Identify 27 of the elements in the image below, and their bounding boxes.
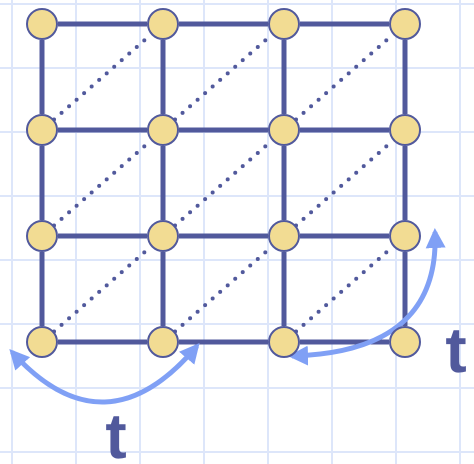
- grid-line: [402, 40, 408, 114]
- grid-line: [179, 22, 268, 26]
- grid-line: [58, 128, 147, 132]
- edge-label: t: [105, 404, 127, 464]
- grid-line: [402, 146, 408, 220]
- grid-line: [40, 40, 44, 114]
- grid-line: [300, 234, 389, 238]
- grid-line: [300, 22, 389, 26]
- grid-line: [160, 146, 166, 220]
- grid-line: [179, 340, 268, 344]
- edge-label: t: [445, 318, 467, 382]
- grid-line: [282, 146, 286, 220]
- grid-line: [40, 252, 44, 326]
- grid-line: [58, 22, 147, 26]
- grid-line: [179, 234, 268, 238]
- grid-line: [179, 128, 268, 132]
- grid-line: [282, 40, 286, 114]
- grid-line: [160, 40, 166, 114]
- double-arrow: [9, 343, 200, 404]
- grid-line: [40, 146, 44, 220]
- grid-line: [402, 252, 408, 326]
- grid-line: [300, 128, 389, 132]
- grid-line: [282, 252, 286, 326]
- grid-line: [58, 234, 147, 238]
- grid-line: [300, 340, 389, 344]
- grid-line: [58, 340, 147, 344]
- grid-line: [160, 252, 166, 326]
